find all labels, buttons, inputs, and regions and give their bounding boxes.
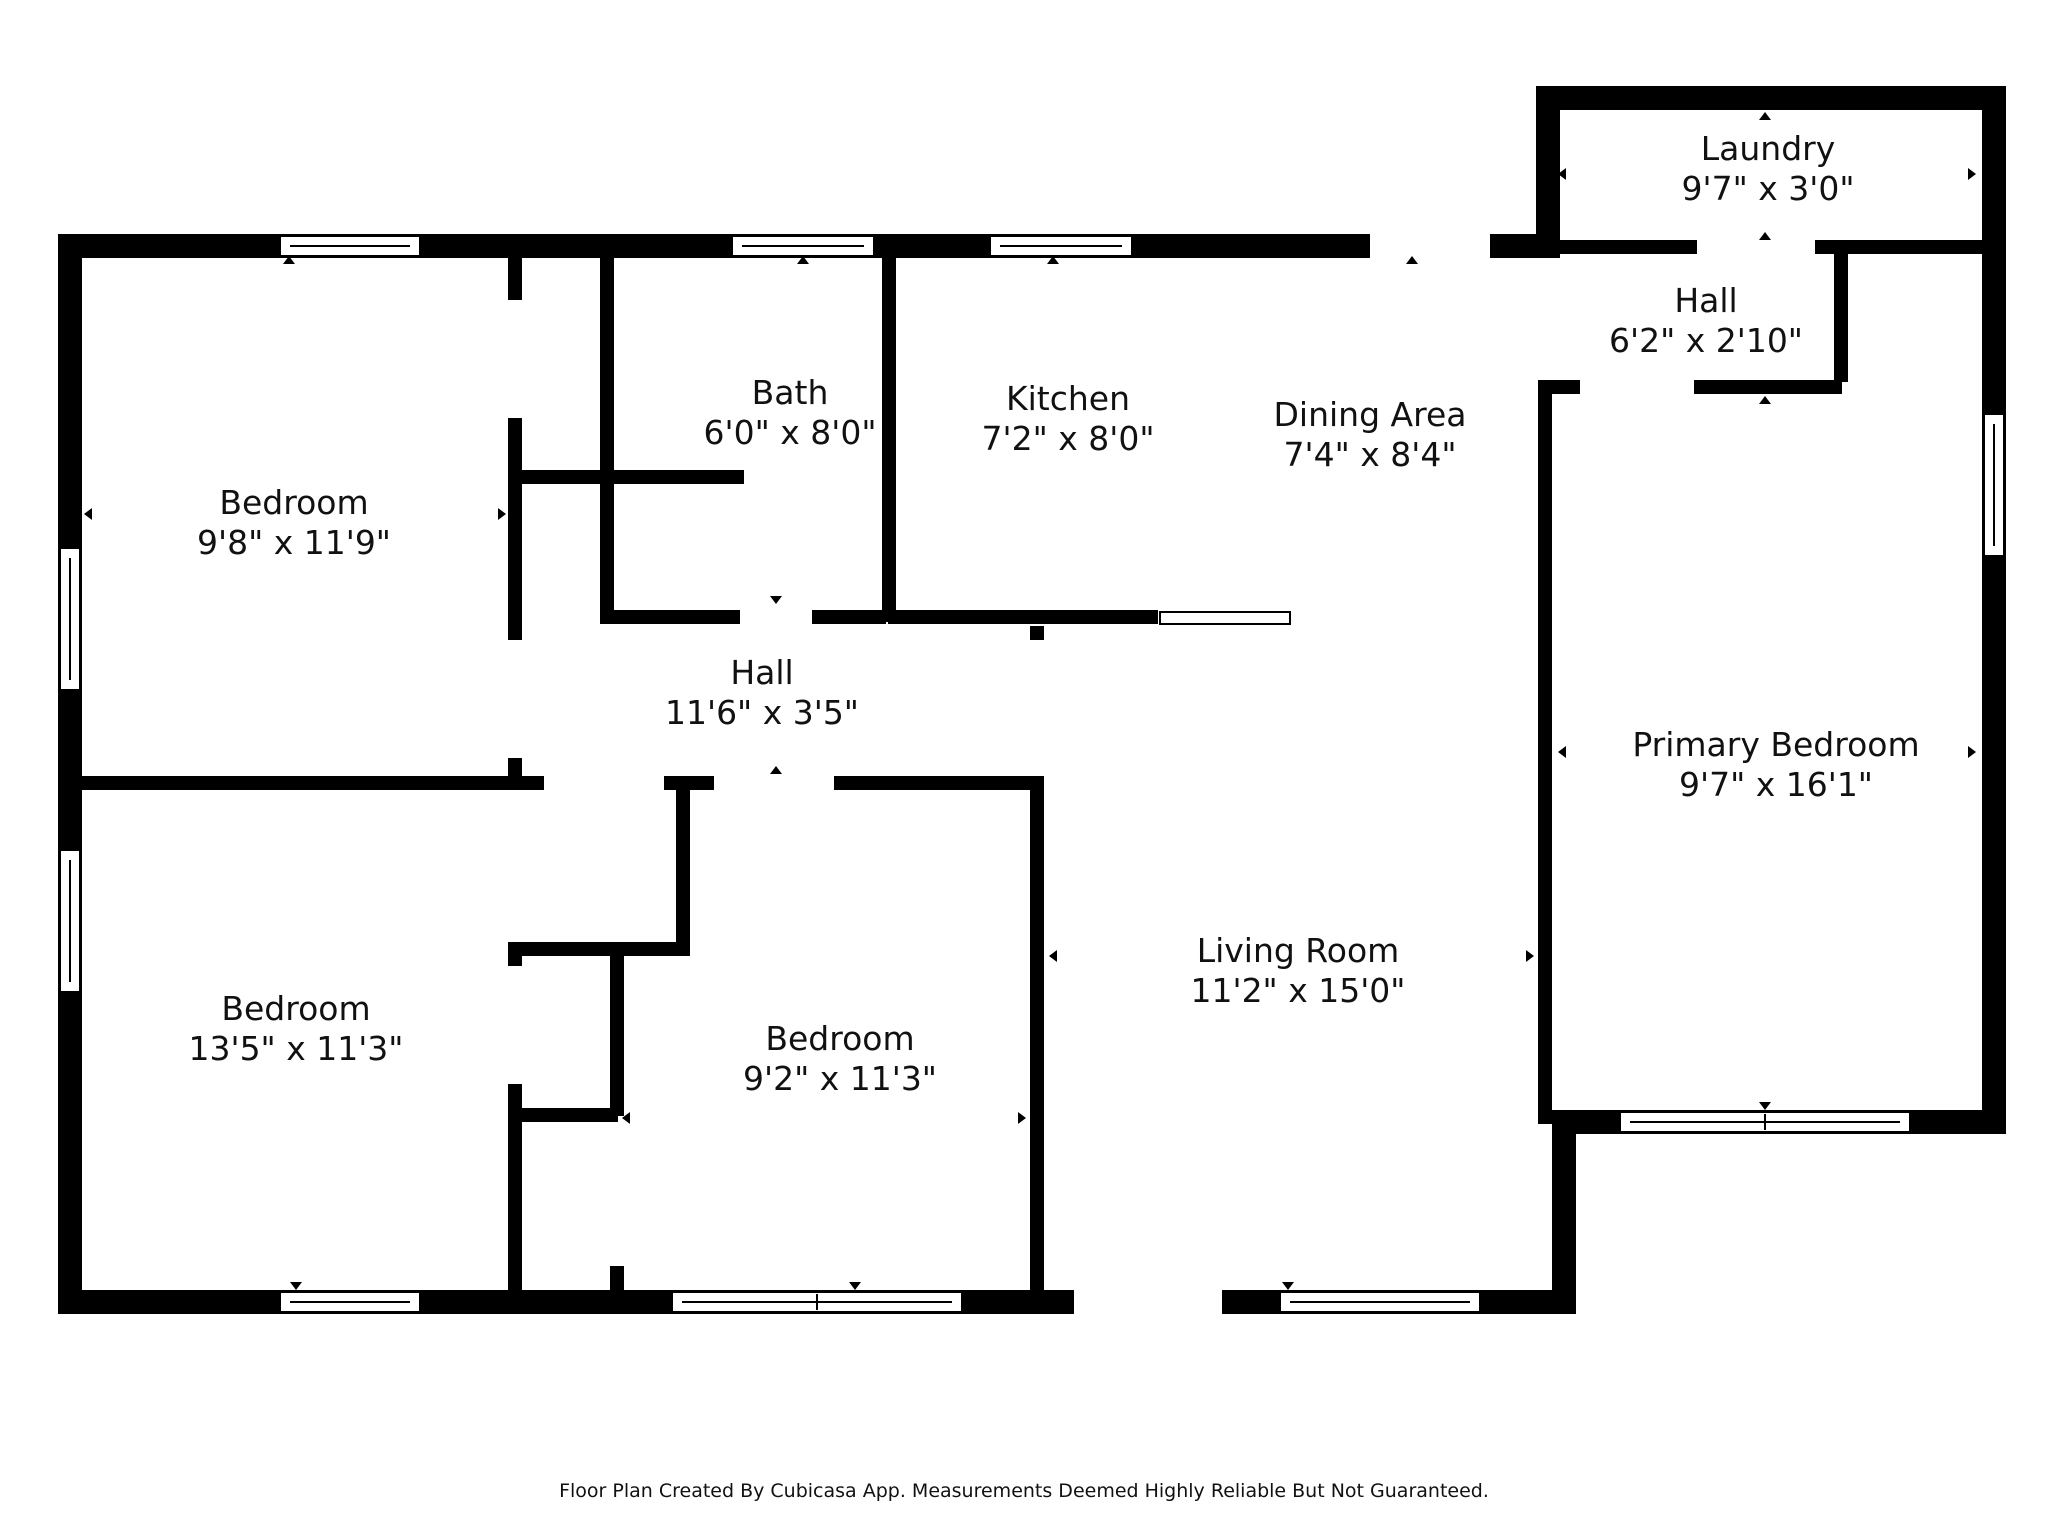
room-name-kitchen: Kitchen (1006, 379, 1130, 418)
room-name-dining-area: Dining Area (1274, 395, 1467, 434)
room-name-primary-bedroom: Primary Bedroom (1632, 725, 1919, 764)
room-dims-living-room: 11'2" x 15'0" (1191, 971, 1406, 1010)
room-name-laundry: Laundry (1701, 129, 1835, 168)
room-dims-bedroom-3: 9'2" x 11'3" (743, 1059, 937, 1098)
room-dims-hall-small: 6'2" x 2'10" (1609, 321, 1803, 360)
room-dims-dining-area: 7'4" x 8'4" (1284, 435, 1457, 474)
room-dims-laundry: 9'7" x 3'0" (1682, 169, 1855, 208)
room-name-hall-small: Hall (1674, 281, 1737, 320)
dimension-markers (84, 112, 1976, 1290)
room-name-living-room: Living Room (1197, 931, 1400, 970)
room-name-bath: Bath (752, 373, 829, 412)
openings (506, 232, 1978, 1316)
room-name-bedroom-3: Bedroom (765, 1019, 914, 1058)
room-name-bedroom-1: Bedroom (219, 483, 368, 522)
room-dims-bath: 6'0" x 8'0" (704, 413, 877, 452)
room-name-bedroom-2: Bedroom (221, 989, 370, 1028)
room-dims-kitchen: 7'2" x 8'0" (982, 419, 1155, 458)
room-dims-bedroom-2: 13'5" x 11'3" (189, 1029, 404, 1068)
room-labels: Bedroom 9'8" x 11'9" Bedroom 13'5" x 11'… (189, 129, 1920, 1098)
room-name-hall-main: Hall (730, 653, 793, 692)
footer-disclaimer: Floor Plan Created By Cubicasa App. Meas… (559, 1480, 1489, 1502)
room-dims-bedroom-1: 9'8" x 11'9" (197, 523, 391, 562)
room-dims-primary-bedroom: 9'7" x 16'1" (1679, 765, 1873, 804)
windows (59, 235, 2005, 1313)
room-dims-hall-main: 11'6" x 3'5" (665, 693, 859, 732)
